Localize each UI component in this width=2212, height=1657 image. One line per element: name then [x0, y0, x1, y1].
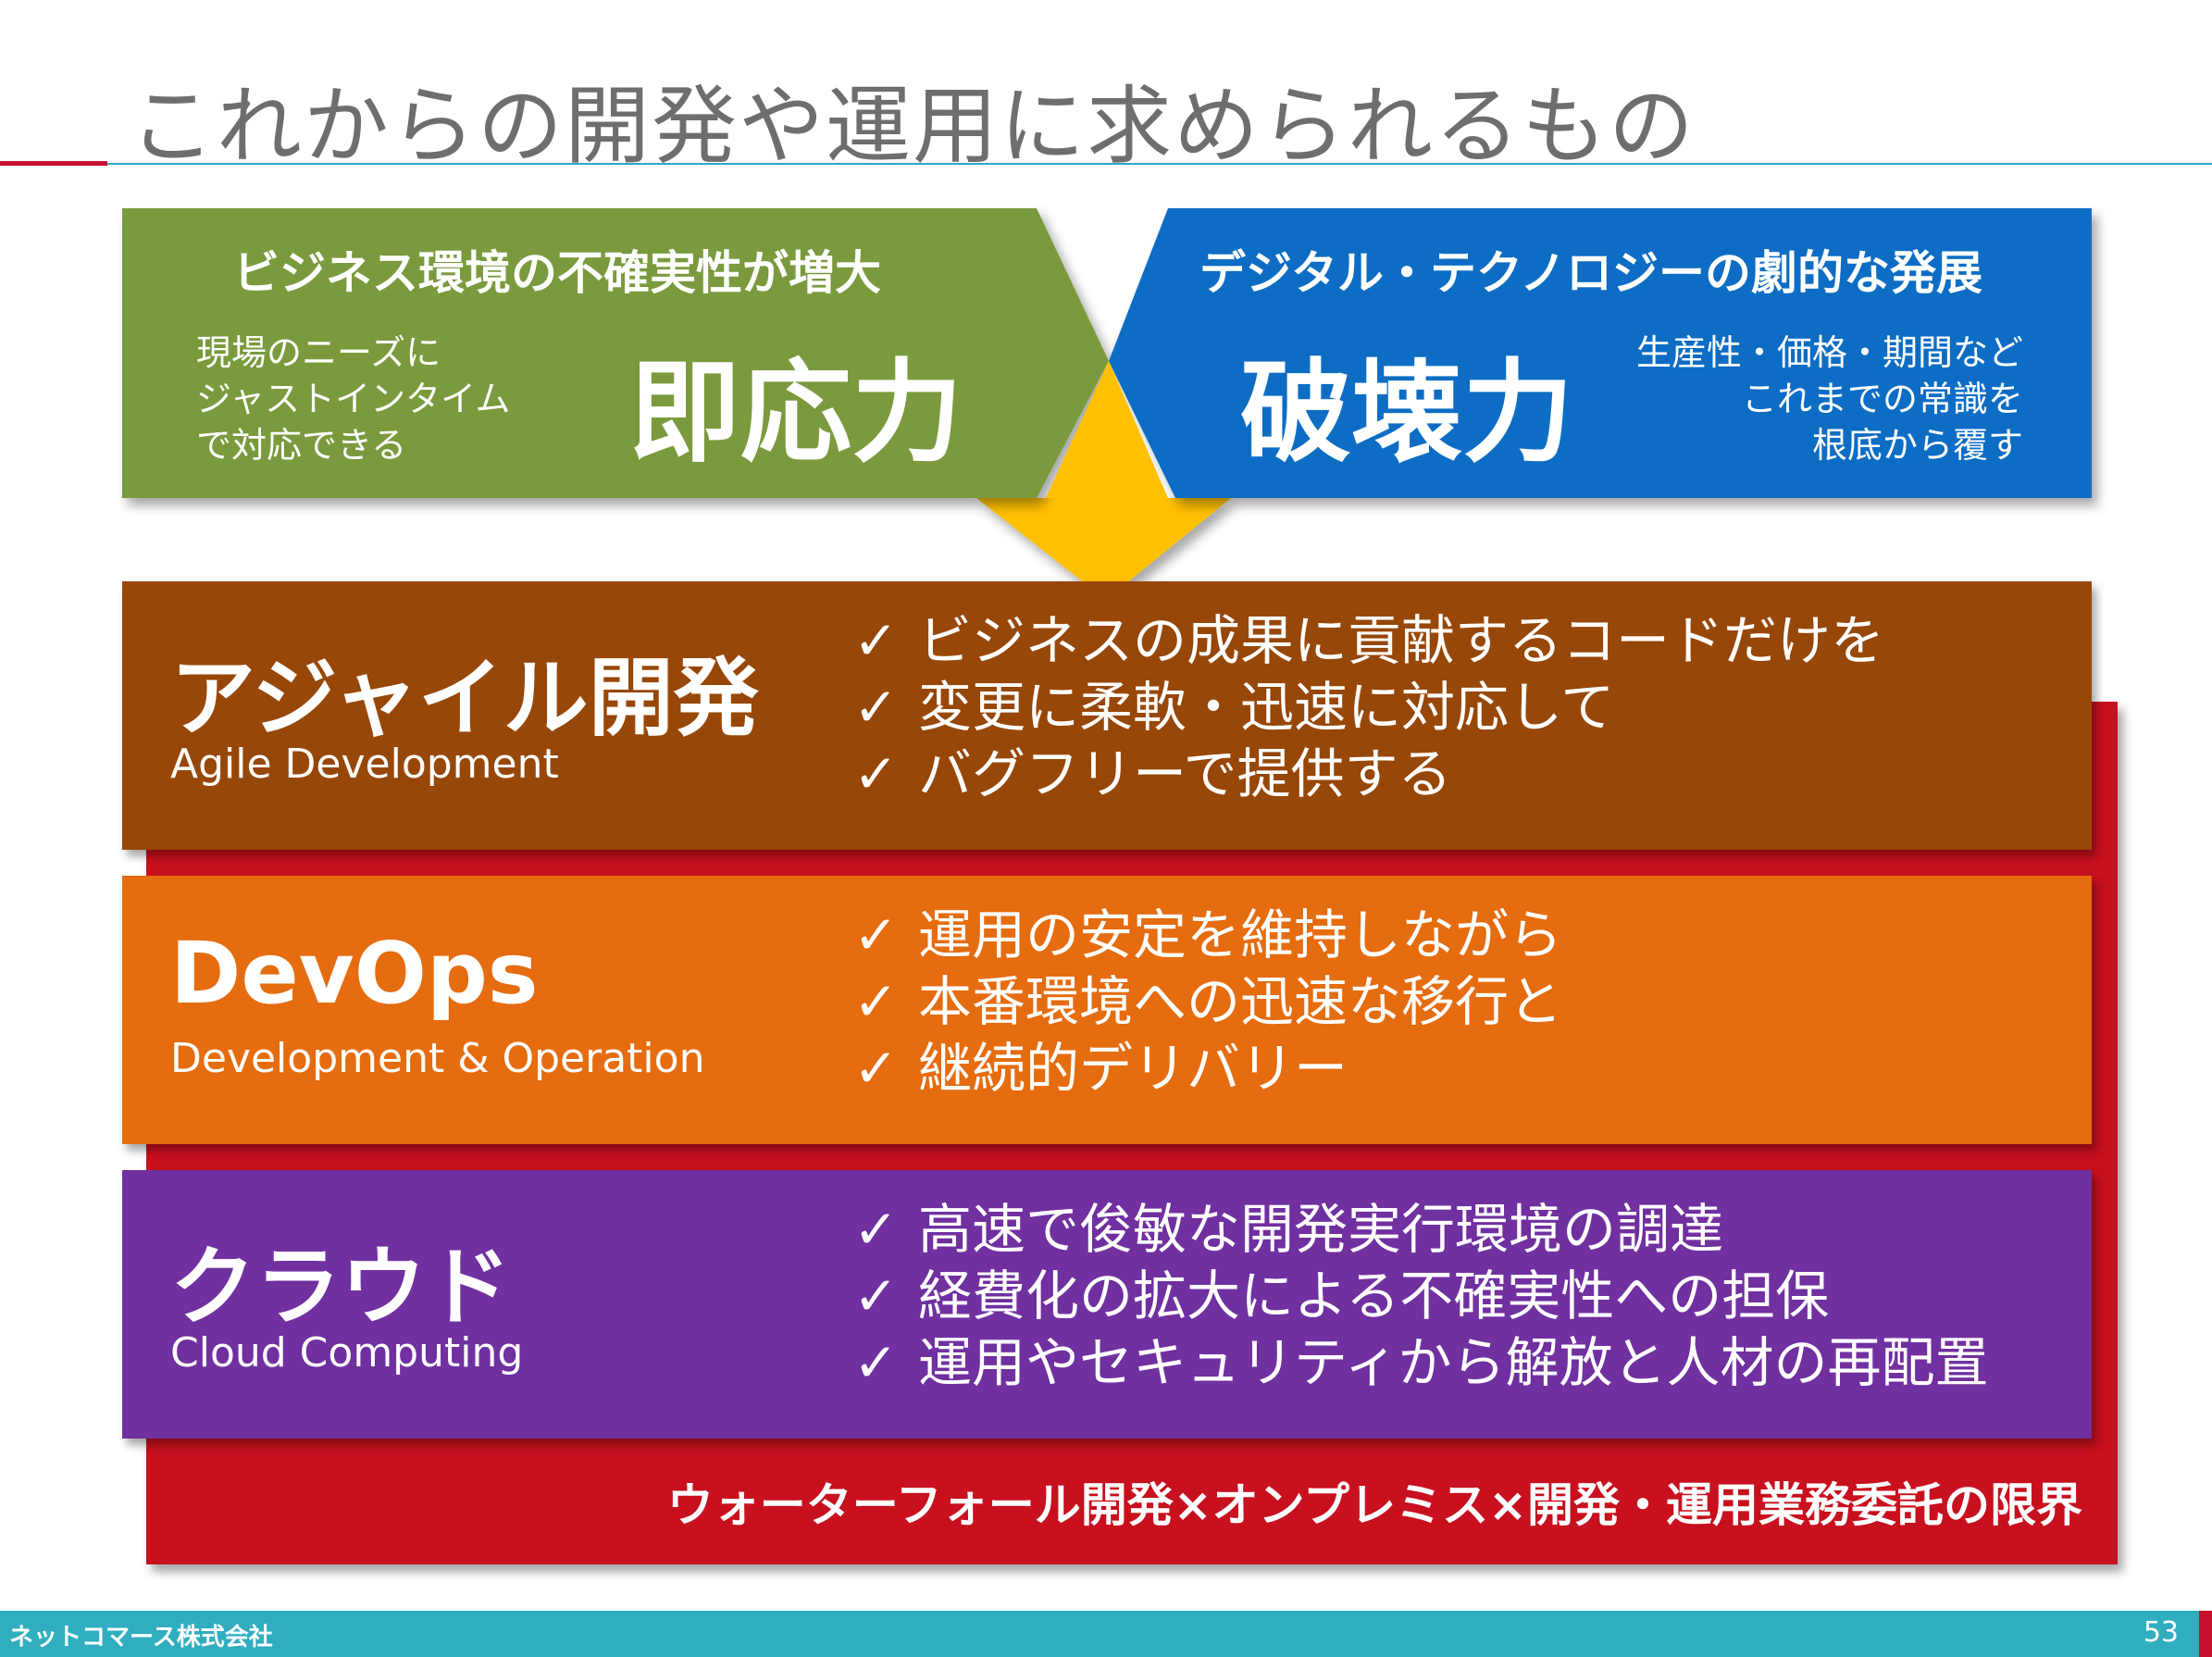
green-chevron — [122, 208, 1109, 498]
chevron-shapes — [122, 208, 2092, 600]
left-desc-line: で対応できる — [196, 425, 407, 466]
blue-chevron — [1109, 208, 2092, 498]
check-icon: ✓ — [853, 903, 899, 966]
right-header: デジタル・テクノロジーの劇的な発展 — [1199, 246, 1982, 300]
band-subtitle: Development & Operation — [170, 1035, 705, 1082]
list-item: ✓本番環境への迅速な移行と — [853, 970, 1563, 1033]
band-agile: アジャイル開発 Agile Development ✓ビジネスの成果に貢献するコ… — [122, 581, 2092, 850]
footer-accent — [2199, 1611, 2212, 1657]
title-rule-accent — [0, 161, 107, 166]
band-list: ✓運用の安定を維持しながら ✓本番環境への迅速な移行と ✓継続的デリバリー — [853, 902, 1562, 1102]
band-title: クラウド — [170, 1238, 512, 1337]
right-desc-line: これまでの常識を — [1741, 379, 2023, 419]
band-title: アジャイル開発 — [170, 649, 759, 748]
list-item: ✓バグフリーで提供する — [853, 742, 1452, 805]
band-list: ✓高速で俊敏な開発実行環境の調達 ✓経費化の拡大による不確実性への担保 ✓運用や… — [853, 1196, 1989, 1396]
check-icon: ✓ — [853, 1265, 899, 1327]
footer-company: ネットコマース株式会社 — [9, 1624, 273, 1651]
list-item: ✓経費化の拡大による不確実性への担保 — [853, 1265, 1830, 1327]
left-desc: 現場のニーズに ジャストインタイム で対応できる — [196, 330, 510, 468]
list-item: ✓運用やセキュリティから解放と人材の再配置 — [853, 1331, 1989, 1394]
check-icon: ✓ — [853, 1037, 899, 1100]
footer-bar: ネットコマース株式会社 53 — [0, 1611, 2212, 1657]
left-desc-line: ジャストインタイム — [196, 379, 511, 419]
band-subtitle: Agile Development — [170, 741, 559, 788]
check-icon: ✓ — [853, 1331, 899, 1394]
list-item: ✓変更に柔軟・迅速に対応して — [853, 676, 1615, 739]
check-icon: ✓ — [853, 742, 899, 805]
list-item: ✓高速で俊敏な開発実行環境の調達 — [853, 1198, 1724, 1261]
top-chevrons: ビジネス環境の不確実性が増大 現場のニーズに ジャストインタイム で対応できる … — [0, 0, 2212, 648]
title-rule — [107, 163, 2212, 165]
band-title: DevOps — [170, 924, 539, 1023]
page-number: 53 — [2143, 1616, 2179, 1649]
limitation-text: ウォーターフォール開発×オンプレミス×開発・運用業務委託の限界 — [666, 1478, 2082, 1532]
check-icon: ✓ — [853, 1198, 899, 1261]
right-keyword: 破壊力 — [1240, 349, 1573, 478]
right-desc-line: 生産性・価格・期間など — [1635, 332, 2023, 373]
list-item: ✓ビジネスの成果に貢献するコードだけを — [853, 609, 1885, 672]
left-desc-line: 現場のニーズに — [196, 332, 441, 373]
list-item: ✓継続的デリバリー — [853, 1037, 1348, 1100]
band-subtitle: Cloud Computing — [170, 1329, 524, 1377]
check-icon: ✓ — [853, 609, 899, 672]
right-desc: 生産性・価格・期間など これまでの常識を 根底から覆す — [1636, 330, 2023, 468]
right-desc-line: 根底から覆す — [1811, 425, 2023, 466]
gold-diamond — [1046, 361, 1168, 498]
check-icon: ✓ — [853, 676, 899, 739]
gold-arrow — [976, 498, 1231, 600]
band-cloud: クラウド Cloud Computing ✓高速で俊敏な開発実行環境の調達 ✓経… — [122, 1170, 2092, 1439]
left-keyword: 即応力 — [629, 349, 963, 478]
left-header: ビジネス環境の不確実性が増大 — [233, 246, 881, 300]
band-list: ✓ビジネスの成果に貢献するコードだけを ✓変更に柔軟・迅速に対応して ✓バグフリ… — [853, 607, 1884, 807]
page-title: これからの開発や運用に求められるもの — [130, 77, 1696, 176]
list-item: ✓運用の安定を維持しながら — [853, 903, 1563, 966]
band-devops: DevOps Development & Operation ✓運用の安定を維持… — [122, 876, 2092, 1144]
check-icon: ✓ — [853, 970, 899, 1033]
